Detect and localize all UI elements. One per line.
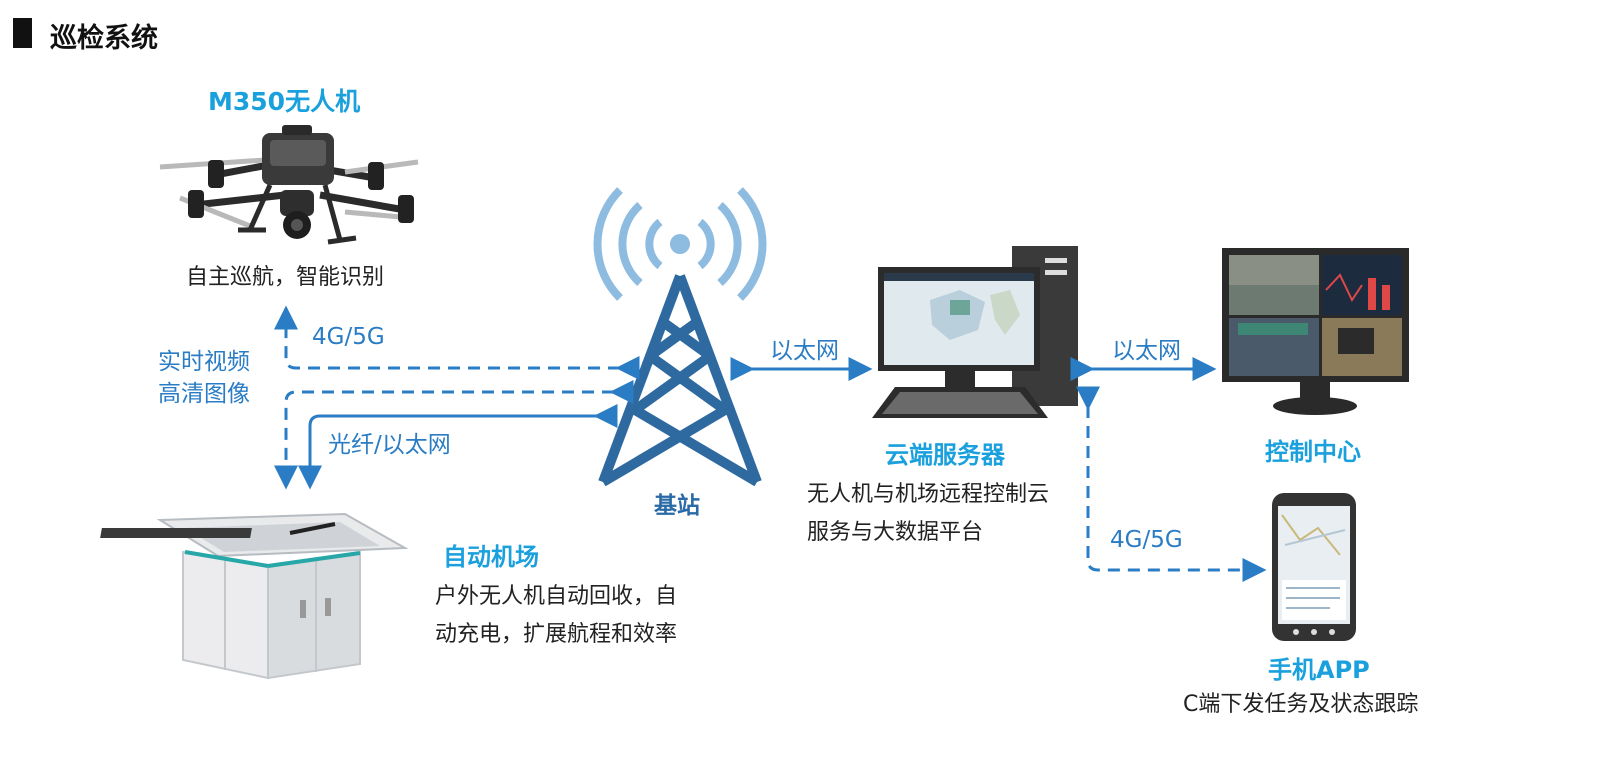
video-link [274,380,634,490]
server-title: 云端服务器 [885,441,1005,469]
server-desc-line1: 无人机与机场远程控制云 [807,482,1050,507]
video-label-line1: 实时视频 [158,349,250,375]
phone-image [1272,493,1356,641]
tower-label: 基站 [654,493,700,519]
server-app-link [1076,386,1267,582]
drone-caption: 自主巡航，智能识别 [186,265,385,290]
drone-image [159,125,419,245]
control-monitor-image [1222,248,1409,415]
dock-desc-line2: 动充电，扩展航程和效率 [435,622,678,647]
drone-title: M350无人机 [208,87,361,116]
app-title: 手机APP [1268,656,1370,684]
app-desc: C端下发任务及状态跟踪 [1183,692,1419,717]
link-label-server-app: 4G/5G [1110,527,1183,553]
dock-title: 自动机场 [443,543,539,571]
link-label-drone-tower: 4G/5G [312,324,385,350]
link-label-server-control: 以太网 [1112,338,1181,364]
link-label-fiber: 光纤/以太网 [328,432,451,458]
page-title: 巡检系统 [50,23,158,54]
drone-tower-link [274,305,640,380]
tower-image [593,187,767,487]
dock-desc-line1: 户外无人机自动回收，自 [435,584,678,609]
dock-image [100,512,409,680]
control-title: 控制中心 [1265,438,1361,466]
title-marker [13,18,32,48]
link-label-tower-server: 以太网 [770,338,839,364]
fiber-link [298,404,618,490]
server-desc-line2: 服务与大数据平台 [807,520,984,545]
server-image [872,246,1078,418]
video-label-line2: 高清图像 [158,381,250,407]
